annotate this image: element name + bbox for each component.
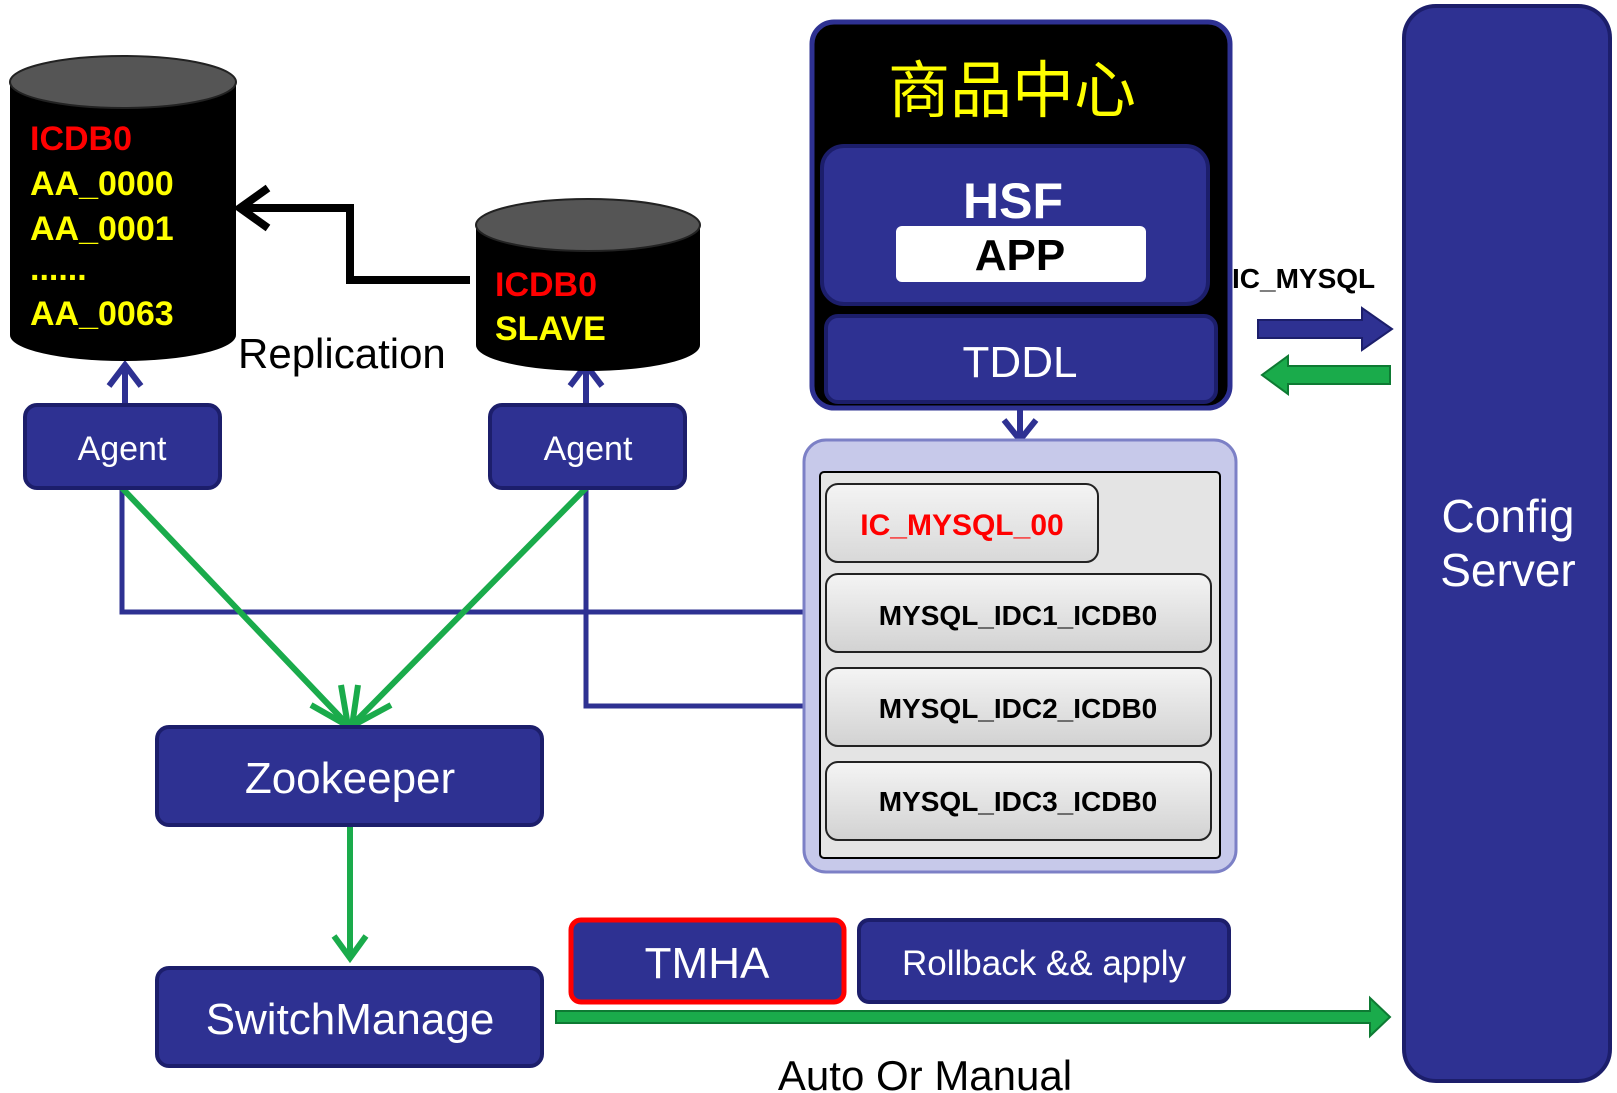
mysql-row-label: MYSQL_IDC3_ICDB0: [879, 786, 1158, 817]
agent-left-up-arrow: [106, 360, 144, 405]
zookeeper-box: Zookeeper: [155, 725, 544, 827]
mysql-row-label: MYSQL_IDC1_ICDB0: [879, 600, 1158, 631]
agent-to-mysql-connectors: [119, 488, 828, 709]
auto-manual-arrow: [555, 995, 1392, 1039]
agent-right-up-arrow: [567, 360, 605, 405]
config-server-line1: Config: [1442, 490, 1575, 542]
slave-db-name: ICDB0: [495, 266, 597, 304]
agent-right-label: Agent: [544, 430, 633, 468]
zookeeper-to-switchmanage-arrow: [331, 826, 369, 964]
agent-to-zookeeper-arrows: [119, 485, 589, 732]
main-db-table: ......: [30, 250, 87, 288]
main-db-table: AA_0063: [30, 295, 174, 333]
main-db-name: ICDB0: [30, 120, 132, 158]
db-group-panel: IC_MYSQL_00 MYSQL_IDC1_ICDB0 MYSQL_IDC2_…: [802, 438, 1238, 874]
agent-right-box: Agent: [488, 403, 687, 490]
product-center-title: 商品中心: [888, 54, 1136, 127]
auto-or-manual-label: Auto Or Manual: [778, 1052, 1072, 1093]
slave-db-cylinder: ICDB0 SLAVE: [475, 198, 701, 371]
slave-db-role: SLAVE: [495, 310, 606, 348]
ic-mysql-label: IC_MYSQL: [1232, 263, 1375, 294]
hsf-label: HSF: [963, 173, 1063, 229]
db-group-name-box: [825, 483, 1099, 563]
rollback-label: Rollback && apply: [902, 944, 1187, 983]
mysql-row: [825, 761, 1212, 841]
main-db-cylinder: ICDB0 AA_0000 AA_0001 ...... AA_0063: [9, 55, 237, 361]
replication-connector: [233, 184, 470, 284]
switchmanage-box: SwitchManage: [155, 966, 544, 1068]
mysql-row: [825, 667, 1212, 747]
agent-left-box: Agent: [23, 403, 222, 490]
tddl-label: TDDL: [963, 338, 1078, 387]
config-return-left-arrow: [1260, 354, 1391, 396]
tmha-box: TMHA: [568, 917, 847, 1005]
main-db-table: AA_0000: [30, 165, 174, 203]
config-server-line2: Server: [1440, 544, 1575, 596]
rollback-box: Rollback && apply: [857, 918, 1231, 1004]
app-label: APP: [975, 231, 1065, 280]
main-db-table: AA_0001: [30, 210, 174, 248]
tddl-down-arrow: [1001, 408, 1039, 445]
app-box: [896, 226, 1146, 282]
mysql-row: [825, 573, 1212, 653]
zookeeper-label: Zookeeper: [245, 754, 455, 803]
tmha-label: TMHA: [645, 939, 770, 988]
config-server-box: Config Server: [1402, 4, 1612, 1083]
db-group-name: IC_MYSQL_00: [860, 509, 1063, 542]
switchmanage-label: SwitchManage: [206, 995, 495, 1044]
mysql-row-label: MYSQL_IDC2_ICDB0: [879, 693, 1158, 724]
ic-mysql-right-arrow: [1257, 306, 1394, 352]
agent-left-label: Agent: [78, 430, 167, 468]
replication-label: Replication: [238, 330, 446, 377]
product-center-panel: 商品中心 HSF APP TDDL: [809, 19, 1233, 411]
tddl-box: [824, 314, 1218, 404]
